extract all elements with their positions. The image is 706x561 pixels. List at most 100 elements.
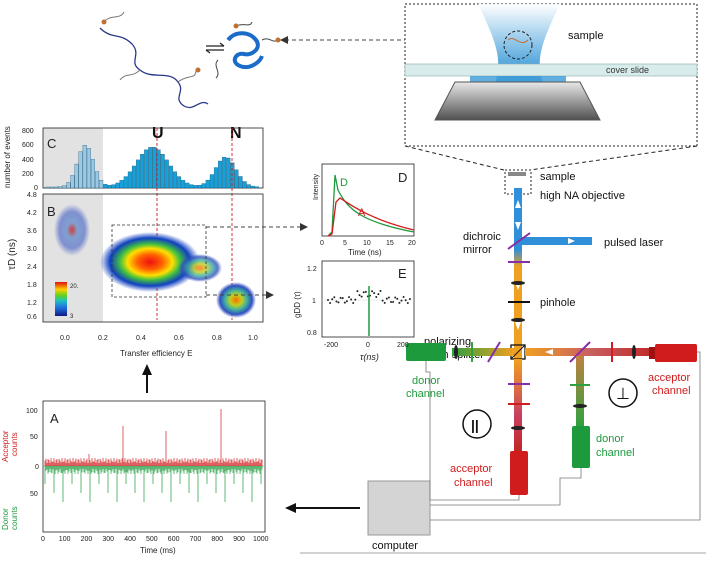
svg-text:10: 10 bbox=[363, 240, 371, 247]
correlation-point bbox=[362, 291, 365, 294]
donor-right-label-1: donor bbox=[596, 433, 624, 445]
svg-text:⊥: ⊥ bbox=[616, 386, 630, 403]
svg-text:1.2: 1.2 bbox=[307, 266, 317, 273]
histogram-bar bbox=[185, 182, 190, 189]
svg-text:3.0: 3.0 bbox=[27, 246, 37, 253]
sample-slide bbox=[508, 172, 526, 176]
svg-text:0.8: 0.8 bbox=[307, 330, 317, 337]
correlation-point bbox=[356, 290, 359, 293]
histogram-bar bbox=[111, 184, 116, 189]
zoom-line-right bbox=[529, 145, 698, 171]
svg-text:5: 5 bbox=[343, 240, 347, 247]
svg-text:15: 15 bbox=[386, 240, 394, 247]
panel-a-xtick: 900 bbox=[233, 536, 245, 543]
mirror-label: mirror bbox=[463, 244, 492, 256]
zoom-line-left bbox=[404, 145, 505, 171]
correlation-point bbox=[358, 294, 361, 297]
curve-d-label: D bbox=[340, 177, 348, 189]
correlation-point bbox=[394, 296, 397, 299]
histogram-bar bbox=[119, 180, 124, 189]
histogram-bar bbox=[197, 184, 202, 189]
svg-text:0.2: 0.2 bbox=[98, 335, 108, 342]
histogram-bar bbox=[205, 179, 210, 189]
svg-text:600: 600 bbox=[22, 142, 34, 149]
svg-text:0.0: 0.0 bbox=[60, 335, 70, 342]
main-beam bbox=[514, 188, 522, 363]
histogram-bar bbox=[189, 184, 194, 189]
svg-text:50: 50 bbox=[30, 491, 38, 498]
histogram-bar bbox=[172, 171, 177, 189]
svg-text:20: 20 bbox=[408, 240, 416, 247]
histogram-bar bbox=[54, 186, 59, 189]
correlation-point bbox=[331, 298, 334, 301]
correlation-point bbox=[385, 297, 388, 300]
correlation-point bbox=[335, 300, 338, 303]
histogram-bar bbox=[238, 176, 243, 189]
state-u-label: U bbox=[152, 125, 164, 142]
panel-e-xticks: -200 0 200 bbox=[324, 342, 409, 349]
histogram-bar bbox=[107, 185, 112, 189]
correlation-point bbox=[360, 295, 363, 298]
svg-text:0: 0 bbox=[366, 342, 370, 349]
panel-a-xtick: 200 bbox=[81, 536, 93, 543]
panel-b-yticks: 4.8 4.2 3.6 3.0 2.4 1.8 1.2 0.6 bbox=[27, 192, 37, 321]
svg-text:0: 0 bbox=[34, 185, 38, 192]
correlation-point bbox=[377, 293, 380, 296]
correlation-point bbox=[402, 296, 405, 299]
histogram-bar bbox=[49, 186, 54, 189]
histogram-bar bbox=[127, 171, 132, 189]
histogram-bar bbox=[82, 145, 87, 189]
donor-beam-right bbox=[576, 356, 584, 426]
panel-a-xlabel: Time (ms) bbox=[140, 546, 176, 555]
histogram-bar bbox=[74, 163, 79, 189]
panel-e-correlation bbox=[321, 260, 415, 338]
unfolded-protein-icon bbox=[99, 11, 209, 109]
histogram-bar bbox=[66, 182, 71, 189]
correlation-point bbox=[337, 301, 340, 304]
pulsed-laser-label: pulsed laser bbox=[604, 237, 664, 249]
svg-text:-200: -200 bbox=[324, 342, 338, 349]
histogram-bar bbox=[90, 159, 95, 189]
svg-text:2.4: 2.4 bbox=[27, 264, 37, 271]
histogram-bar bbox=[103, 184, 108, 189]
panel-e-yticks: 1.2 1 0.8 bbox=[307, 266, 317, 337]
svg-text:200: 200 bbox=[397, 342, 409, 349]
correlation-point bbox=[350, 298, 353, 301]
panel-c-yticks: 800 600 400 200 0 bbox=[22, 128, 38, 192]
panel-d-letter: D bbox=[398, 170, 407, 185]
correlation-point bbox=[404, 299, 407, 302]
sample-zoom-box bbox=[404, 3, 698, 147]
histogram-bar bbox=[193, 185, 198, 189]
histogram-bar bbox=[131, 165, 136, 189]
correlation-point bbox=[375, 295, 378, 298]
curve-a-label: A bbox=[358, 207, 366, 219]
panel-a-xtick: 400 bbox=[124, 536, 136, 543]
svg-text:200: 200 bbox=[22, 171, 34, 178]
donor-left-label-1: donor bbox=[412, 375, 440, 387]
objective-label: high NA objective bbox=[540, 190, 625, 202]
histogram-bar bbox=[168, 165, 173, 189]
computer-box bbox=[367, 480, 431, 536]
svg-text:100: 100 bbox=[26, 408, 38, 415]
panel-b-2d-histogram bbox=[42, 193, 264, 323]
panel-e-xlabel: τ(ns) bbox=[360, 352, 379, 362]
histogram-bar bbox=[226, 157, 231, 189]
correlation-point bbox=[379, 290, 382, 293]
perpendicular-symbol bbox=[608, 378, 638, 408]
correlation-point bbox=[408, 298, 411, 301]
svg-text:400: 400 bbox=[22, 157, 34, 164]
correlation-point bbox=[390, 301, 392, 304]
svg-text:||: || bbox=[471, 417, 479, 433]
panel-c-letter: C bbox=[47, 136, 56, 151]
svg-text:1.2: 1.2 bbox=[27, 300, 37, 307]
correlation-point bbox=[343, 301, 346, 304]
acceptor-counts-label-1: Acceptor bbox=[1, 430, 10, 462]
panel-a-yticks: 100 50 0 50 bbox=[26, 408, 39, 498]
folded-protein-icon bbox=[215, 21, 281, 79]
dichroic-label: dichroic bbox=[463, 231, 501, 243]
panel-e-ylabel: gDD (τ) bbox=[293, 291, 302, 318]
panel-c-ylabel: number of events bbox=[3, 126, 12, 188]
correlation-point bbox=[398, 301, 401, 304]
histogram-bar bbox=[62, 185, 67, 189]
